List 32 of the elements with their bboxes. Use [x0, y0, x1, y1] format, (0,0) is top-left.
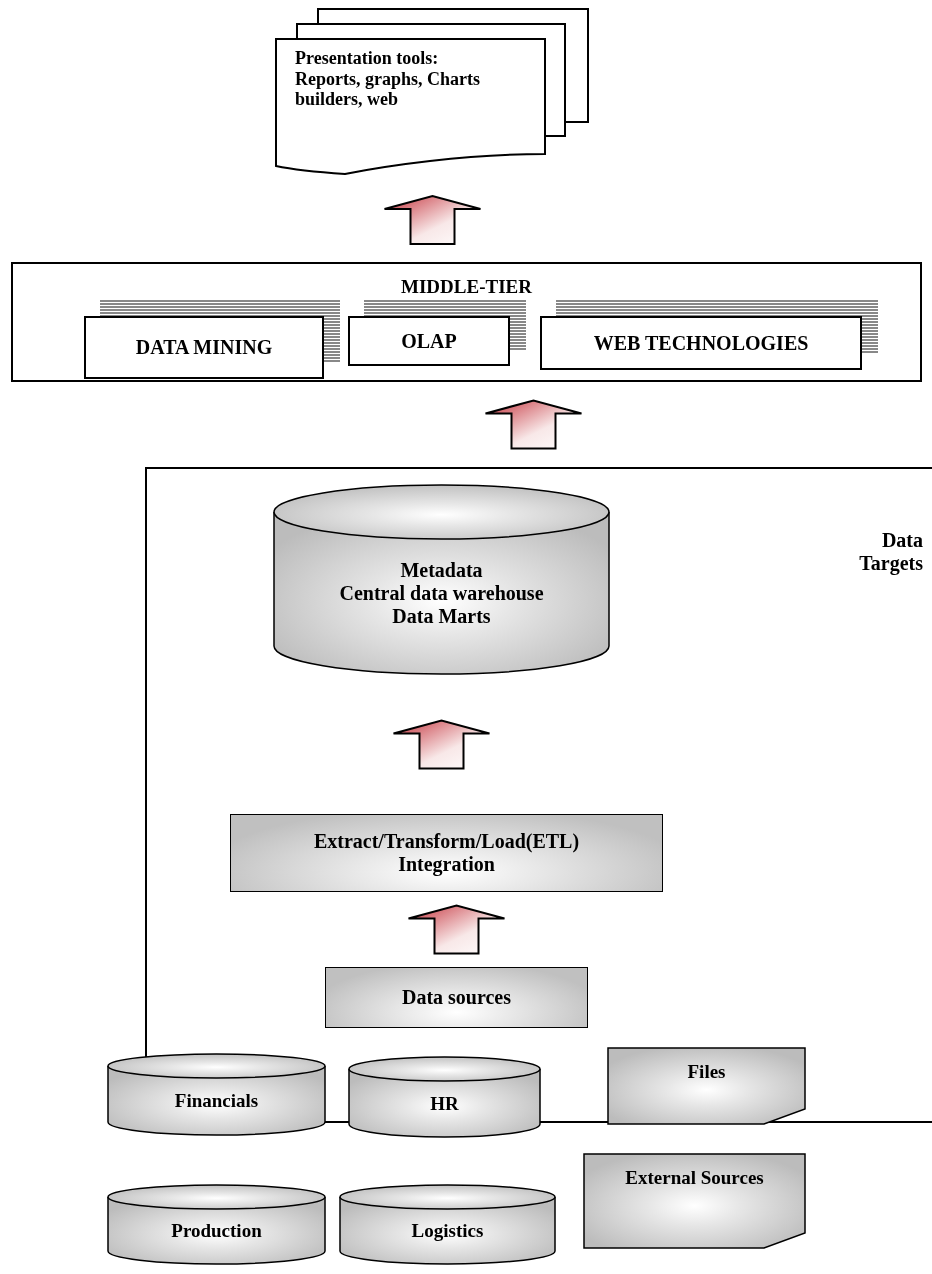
process-label: Extract/Transform/Load(ETL) Integration [312, 830, 581, 876]
database-cylinder [273, 484, 610, 675]
tier-box [11, 262, 922, 382]
block-arrow [484, 399, 583, 450]
process-box [230, 814, 663, 892]
component-label: WEB TECHNOLOGIES [593, 331, 809, 355]
database-label: Metadata [399, 559, 484, 582]
document-stack [275, 6, 590, 178]
document-text: Presentation tools: Reports, graphs, Charts builders, web [295, 48, 481, 111]
database-label: HR [429, 1092, 460, 1115]
file-label: Files [686, 1061, 727, 1083]
database-cylinder [339, 1184, 556, 1265]
database-label: Logistics [410, 1220, 485, 1242]
component-label: OLAP [401, 329, 457, 353]
database-cylinder [107, 1184, 326, 1265]
frame-label: Data Targets [858, 529, 923, 575]
database-label: Data Marts [391, 605, 492, 628]
database-cylinder [107, 1053, 326, 1136]
block-arrow [383, 194, 482, 245]
component-label: DATA MINING [135, 336, 273, 359]
process-box [325, 967, 588, 1028]
file-card [607, 1047, 806, 1125]
block-arrow [407, 904, 506, 955]
tier-title: MIDDLE-TIER [401, 276, 532, 298]
database-label: Central data warehouse [338, 582, 545, 605]
process-label: Data sources [400, 986, 513, 1009]
file-card [583, 1153, 806, 1249]
block-arrow [392, 719, 491, 770]
file-label: External Sources [624, 1167, 765, 1189]
database-label: Financials [173, 1090, 260, 1112]
database-label: Production [170, 1220, 263, 1242]
database-cylinder [348, 1056, 541, 1138]
